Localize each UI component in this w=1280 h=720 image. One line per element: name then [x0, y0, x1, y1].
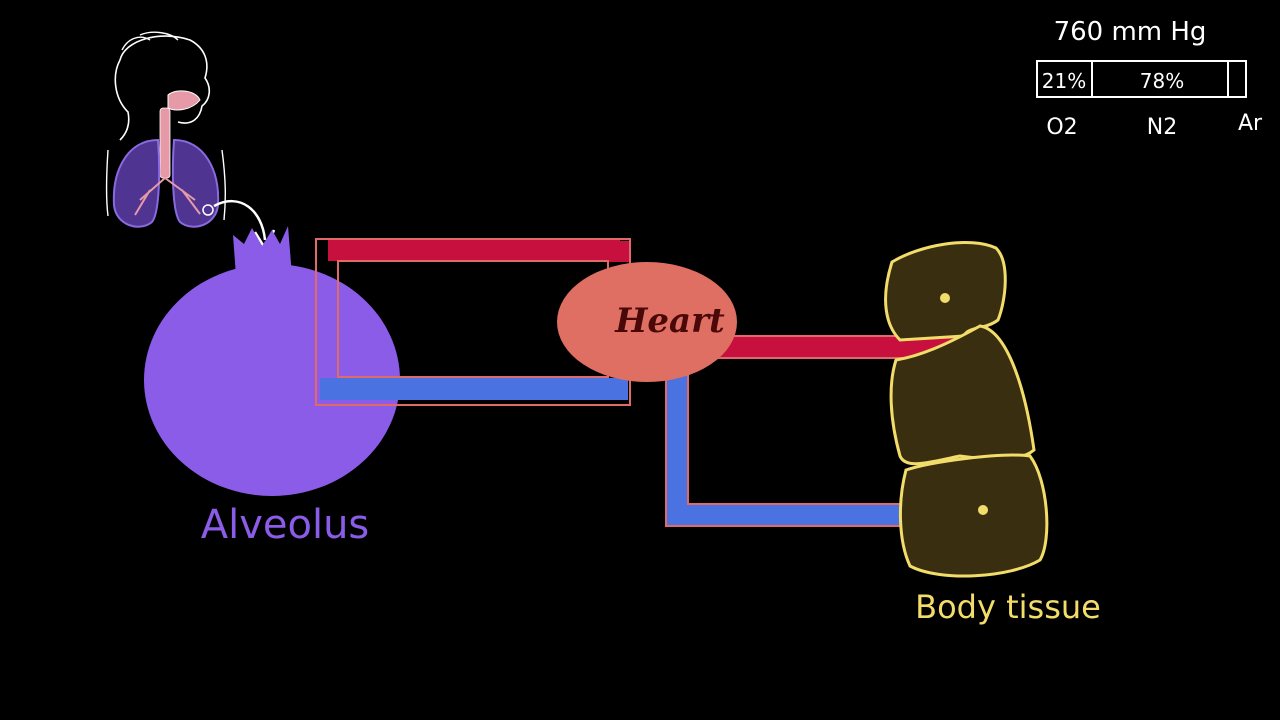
pressure-label: 760 mm Hg [1054, 17, 1207, 47]
alveolus-label: Alveolus [201, 502, 370, 548]
hair-outline [121, 31, 179, 51]
alveolus-neck [233, 226, 292, 276]
body-outline [105, 149, 227, 221]
bronchi [134, 177, 201, 216]
ar-label: Ar [1238, 111, 1263, 136]
tissue-nucleus-top [940, 293, 950, 303]
head-outline [114, 35, 211, 141]
n2-label: N2 [1147, 115, 1177, 140]
o2-label: O2 [1046, 115, 1077, 140]
heart: Heart [557, 262, 737, 382]
body-tissue-label: Body tissue [915, 588, 1101, 626]
composition-bar [1036, 60, 1247, 98]
air-composition-panel: 760 mm Hg 21% 78% O2 N2 Ar [1036, 17, 1263, 140]
trachea [159, 107, 171, 179]
tissue-nucleus-bottom [978, 505, 988, 515]
heart-label: Heart [614, 301, 725, 341]
airway [167, 90, 201, 111]
n2-percent: 78% [1140, 69, 1184, 93]
person-lungs-illustration [105, 31, 276, 253]
zoom-arrow [213, 200, 267, 241]
tissue-cell-top [884, 241, 1007, 342]
tissue-cell-bottom [898, 453, 1049, 578]
alveolus-marker [202, 204, 214, 216]
body-tissue [884, 241, 1049, 578]
o2-percent: 21% [1042, 69, 1086, 93]
alveolus [144, 226, 400, 496]
heart-shape [557, 262, 737, 382]
